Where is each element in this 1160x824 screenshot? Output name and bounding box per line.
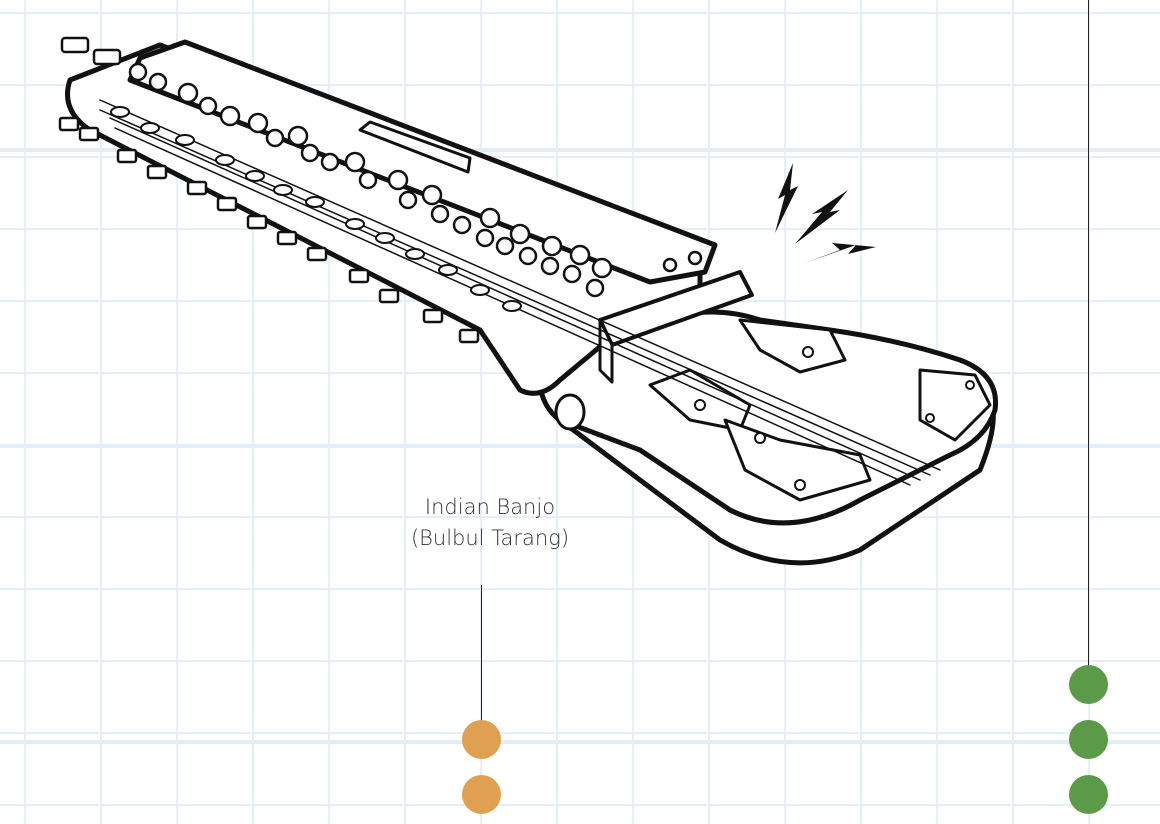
tuning-pegs	[58, 36, 480, 344]
side-knob	[554, 393, 586, 431]
instrument-neck	[65, 42, 703, 396]
green-dot[interactable]	[1069, 720, 1108, 759]
sound-marks	[775, 163, 876, 263]
instrument-caption: Indian Banjo (Bulbul Tarang)	[370, 492, 610, 554]
orange-dot[interactable]	[462, 720, 501, 759]
typewriter-keys	[128, 62, 703, 298]
instrument-body	[535, 309, 999, 526]
caption-line-2: (Bulbul Tarang)	[410, 526, 570, 550]
green-dot[interactable]	[1069, 775, 1108, 814]
green-dot[interactable]	[1069, 665, 1108, 704]
left-connector-line	[481, 585, 482, 725]
orange-dot[interactable]	[462, 775, 501, 814]
key-cover-plate	[358, 120, 472, 174]
body-plate-2	[738, 318, 847, 374]
caption-line-1: Indian Banjo	[424, 495, 556, 519]
strings	[99, 99, 941, 486]
bridge-pins	[110, 106, 522, 312]
key-cover	[127, 39, 718, 285]
right-connector-line	[1088, 0, 1089, 670]
